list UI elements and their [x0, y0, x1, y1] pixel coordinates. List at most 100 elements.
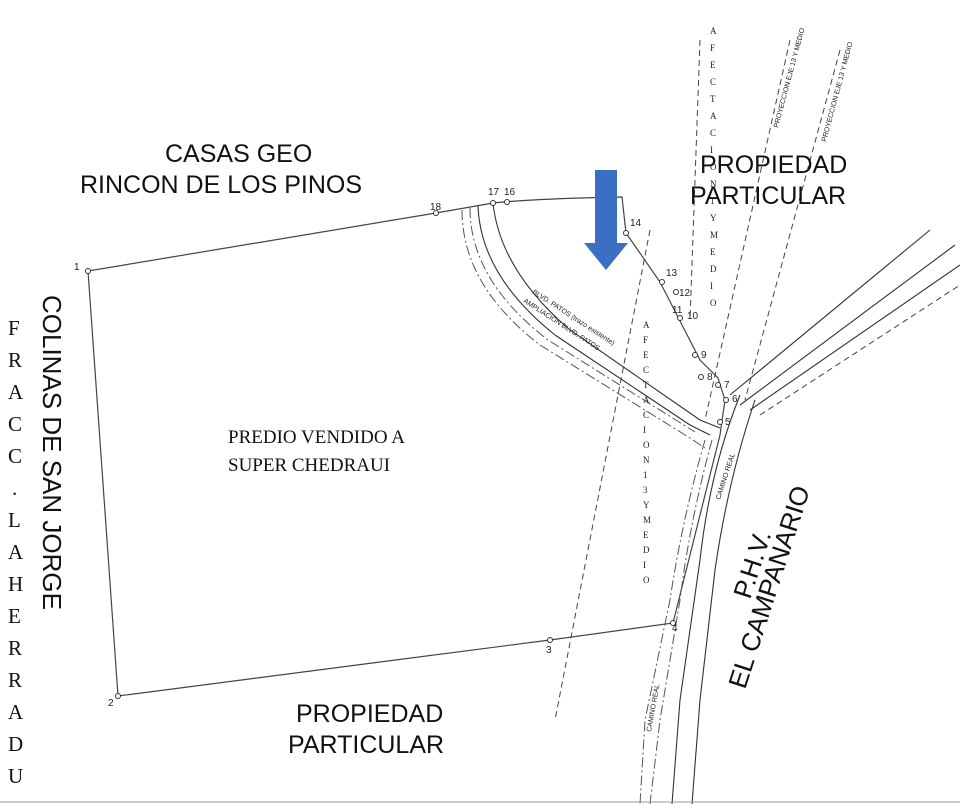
svg-text:A: A [710, 111, 717, 121]
camino-real-road-2 [691, 399, 756, 804]
parcel-label: PREDIO VENDIDO A [228, 427, 405, 448]
svg-text:C: C [710, 77, 716, 87]
svg-text:C: C [710, 128, 716, 138]
vertex-marker [433, 210, 439, 216]
afectacion-line-top [689, 39, 701, 321]
vertex-label: 14 [630, 218, 642, 229]
svg-text:M: M [710, 230, 718, 240]
svg-text:A: A [710, 26, 717, 36]
vertex-marker [547, 637, 553, 643]
svg-text:A: A [8, 700, 24, 724]
svg-text:T: T [710, 94, 716, 104]
afectacion-line-mid [554, 229, 651, 721]
svg-text:F: F [710, 43, 715, 53]
svg-text:3: 3 [643, 485, 648, 495]
parcel-boundary [87, 196, 726, 697]
vertex-marker [85, 268, 91, 274]
svg-text:O: O [710, 298, 717, 308]
svg-text:A: A [643, 320, 650, 330]
vertex-label: 16 [504, 187, 516, 198]
east-top-label-2: PARTICULAR [690, 182, 846, 210]
blvd-patos-road [492, 202, 721, 429]
svg-text:H: H [8, 572, 23, 596]
vertex-marker [490, 200, 496, 206]
vertex-label: 1 [74, 262, 80, 273]
svg-text:F: F [643, 335, 648, 345]
vertex-label: 6 [732, 394, 738, 405]
highway-ne-2 [739, 244, 956, 406]
vertex-marker [717, 419, 723, 425]
svg-text:D: D [643, 545, 650, 555]
svg-text:D: D [8, 732, 23, 756]
blvd-ampliacion-dashed [461, 209, 706, 449]
vertex-label: 8 [707, 372, 713, 383]
vertex-marker [698, 374, 704, 380]
svg-text:L: L [8, 508, 21, 532]
vertex-label: 4 [672, 623, 678, 634]
highway-ne [729, 229, 931, 396]
vertex-label: 9 [701, 350, 707, 361]
vertex-label: 11 [672, 305, 683, 316]
svg-text:R: R [8, 636, 22, 660]
north-neighbor-label: CASAS GEO [165, 140, 312, 168]
svg-text:R: R [8, 348, 22, 372]
camino-real-dashed-2 [639, 439, 706, 804]
vertex-marker [715, 382, 721, 388]
vertex-marker [504, 199, 510, 205]
svg-text:I: I [643, 560, 646, 570]
svg-text:T: T [643, 380, 649, 390]
svg-text:Y: Y [643, 500, 650, 510]
blvd-patos-road-inner [477, 204, 711, 436]
svg-text:F: F [8, 316, 20, 340]
svg-text:A: A [8, 380, 24, 404]
blvd-existing-label: BLVD. PATOS (trazo existente) [531, 289, 616, 347]
svg-text:Y: Y [710, 213, 717, 223]
svg-text:I: I [643, 425, 646, 435]
svg-text:A: A [8, 540, 24, 564]
svg-text:A: A [643, 395, 650, 405]
vertex-marker [692, 352, 698, 358]
proyeccion-line-2 [744, 49, 841, 401]
svg-text:R: R [8, 668, 22, 692]
vertex-marker [659, 279, 665, 285]
svg-text:C: C [8, 444, 22, 468]
vertex-marker [723, 397, 729, 403]
svg-text:I: I [710, 145, 713, 155]
svg-text:E: E [643, 530, 649, 540]
svg-text:1: 1 [710, 196, 715, 206]
camino-real-road [671, 394, 741, 804]
svg-text:O: O [643, 440, 650, 450]
svg-text:N: N [643, 455, 650, 465]
vertex-marker [673, 289, 679, 295]
svg-text:C: C [8, 412, 22, 436]
proyeccion-line-1 [704, 39, 791, 421]
vertex-label: 2 [108, 698, 114, 709]
west-neighbor-label: COLINAS DE SAN JORGE [37, 295, 67, 610]
vertex-marker [677, 315, 683, 321]
proyeccion-label-2: PROYECCION EJE 13 Y MEDIO [821, 41, 855, 143]
vertex-marker [623, 230, 629, 236]
north-neighbor-label-2: RINCON DE LOS PINOS [80, 171, 362, 199]
afectacion-top-label: A F E C T A C I O N 1 Y M E D I O [710, 26, 718, 308]
svg-text:E: E [8, 604, 21, 628]
location-arrow-icon [584, 170, 628, 270]
south-label: PROPIEDAD [296, 700, 443, 728]
svg-text:1: 1 [643, 470, 648, 480]
vertex-label: 5 [725, 417, 731, 428]
vertex-label: 10 [687, 311, 699, 322]
svg-text:E: E [710, 60, 716, 70]
highway-ne-4 [759, 284, 960, 416]
svg-text:I: I [710, 281, 713, 291]
vertex-label: 17 [488, 187, 500, 198]
highway-ne-3 [749, 264, 960, 411]
vertex-label: 18 [430, 202, 442, 213]
svg-text:E: E [710, 247, 716, 257]
east-top-label: PROPIEDAD [700, 151, 847, 179]
parcel-label-2: SUPER CHEDRAUI [228, 455, 390, 476]
vertex-label: 7 [724, 380, 730, 391]
svg-text:M: M [643, 515, 651, 525]
vertex-label: 3 [546, 645, 552, 656]
svg-text:O: O [710, 162, 717, 172]
vertex-marker [670, 620, 676, 626]
